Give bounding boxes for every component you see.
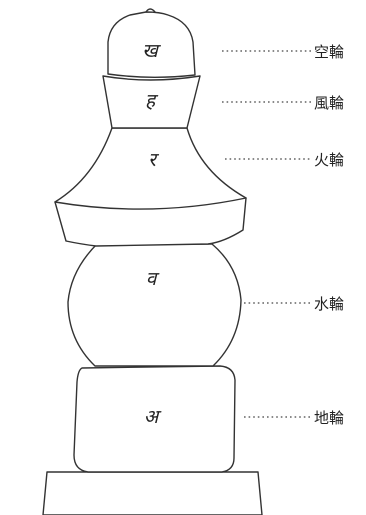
water-ring-shape [67,243,242,367]
fire-ring-eave-curve [54,197,247,210]
wind-ring-shape [102,75,201,129]
water-ring-label: 水輪 [314,295,344,313]
void-ring-syllable: ख [142,40,161,62]
earth-ring-label: 地輪 [314,409,344,427]
water-ring-syllable: व [146,268,160,290]
void-ring-label: 空輪 [314,43,344,61]
earth-ring-shape [73,365,236,473]
void-ring-tip [145,8,156,13]
wind-ring-label: 風輪 [314,94,344,112]
fire-ring-label: 火輪 [314,151,344,169]
earth-ring-syllable: अ [144,406,162,428]
fire-ring-shape [54,127,247,247]
void-ring-shape [107,11,196,78]
base-plinth [42,471,263,515]
